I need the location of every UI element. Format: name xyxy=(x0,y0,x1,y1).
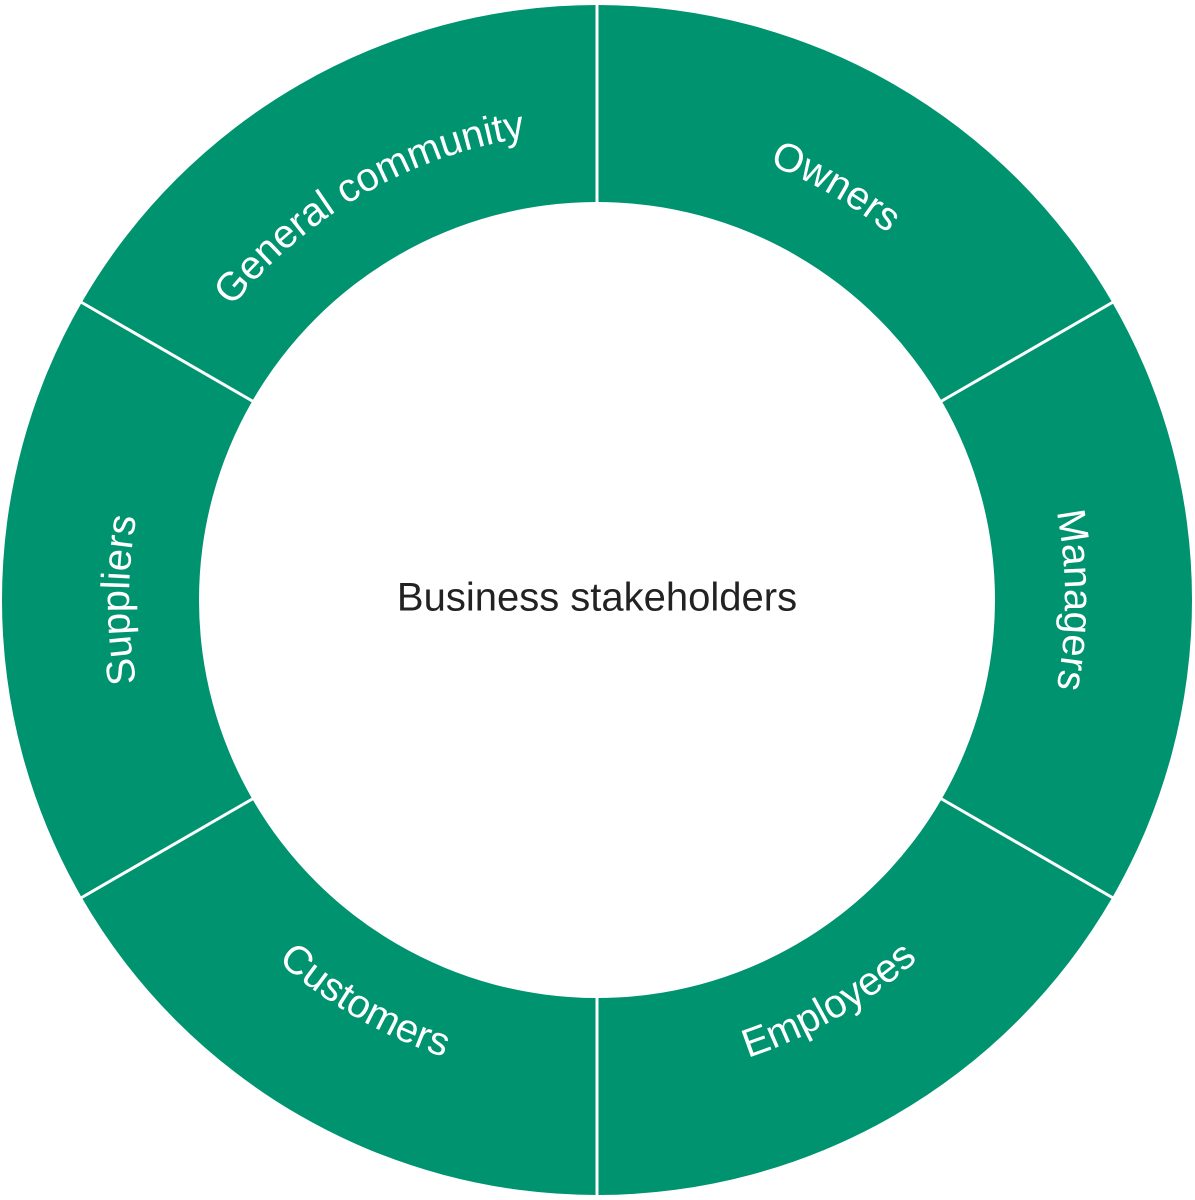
segments-layer xyxy=(1,5,1193,1196)
ring-segment-1 xyxy=(941,302,1193,898)
segment-divider-4 xyxy=(79,796,255,900)
dividers-layer xyxy=(79,3,1115,1197)
segment-divider-5 xyxy=(79,300,255,404)
segment-divider-2 xyxy=(939,796,1115,900)
segment-label-text-1: Managers xyxy=(1048,506,1100,694)
segment-divider-1 xyxy=(939,300,1115,404)
ring-segment-4 xyxy=(1,302,253,898)
center-label: Business stakeholders xyxy=(397,576,797,620)
segment-label-4: Suppliers xyxy=(94,512,145,689)
ring-segment-3 xyxy=(81,799,597,1196)
ring-segment-2 xyxy=(597,799,1113,1195)
segment-label-1: Managers xyxy=(1048,506,1100,694)
ring-segment-5 xyxy=(81,5,597,401)
ring-segment-0 xyxy=(597,5,1113,401)
segment-label-text-4: Suppliers xyxy=(94,512,145,689)
